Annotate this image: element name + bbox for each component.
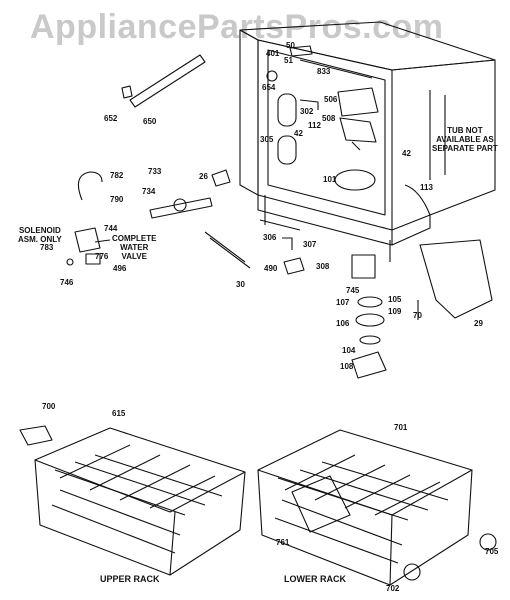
part-508: 508 [322,114,336,123]
part-42-upper: 42 [294,129,303,138]
part-705: 705 [485,547,499,556]
part-615: 615 [112,409,126,418]
part-506: 506 [324,95,338,104]
part-109: 109 [388,307,402,316]
dispenser-parts [266,45,379,165]
part-105: 105 [388,295,402,304]
part-490: 490 [264,264,278,273]
part-700: 700 [42,402,56,411]
upper-rack-caption: UPPER RACK [100,574,160,584]
part-50: 50 [286,41,295,50]
door-gasket [121,54,206,108]
part-308: 308 [316,262,330,271]
part-744: 744 [104,224,118,233]
water-valve-parts [66,171,111,266]
part-761: 761 [276,538,290,547]
tub-note-line-1: TUB NOT [447,126,483,135]
lower-rack-caption: LOWER RACK [284,574,346,584]
part-733: 733 [148,167,162,176]
part-42-right: 42 [402,149,411,158]
part-51: 51 [284,56,293,65]
part-652: 652 [104,114,118,123]
part-746: 746 [60,278,74,287]
valve-note-line-1: COMPLETE [112,234,157,243]
part-30: 30 [236,280,245,289]
part-29: 29 [474,319,483,328]
part-654: 654 [262,83,276,92]
part-101: 101 [323,175,337,184]
part-307: 307 [303,240,317,249]
solenoid-note-line-1: SOLENOID [18,226,61,235]
tub-assembly [239,21,496,262]
part-734: 734 [142,187,156,196]
part-701: 701 [394,423,408,432]
part-306: 306 [263,233,277,242]
part-702: 702 [386,584,400,593]
part-104: 104 [342,346,356,355]
part-108: 108 [340,362,354,371]
watermark: AppliancePartsPros.com [30,8,444,46]
part-783: 783 [40,243,54,252]
valve-note: COMPLETE WATER VALVE [112,234,156,262]
part-401: 401 [266,49,280,58]
part-496: 496 [113,264,127,273]
part-26: 26 [199,172,208,181]
part-305: 305 [260,135,274,144]
tub-note: TUB NOT AVAILABLE AS SEPARATE PART [432,126,498,154]
solenoid-note: SOLENOID ASM. ONLY [18,226,62,244]
tub-note-line-3: SEPARATE PART [432,144,498,154]
part-745: 745 [346,286,360,295]
heater-bracket [149,169,251,269]
part-112: 112 [308,121,321,130]
valve-note-line-3: VALVE [121,252,147,262]
drain-components [282,237,493,379]
part-302: 302 [300,107,314,116]
part-113: 113 [420,183,433,192]
part-70: 70 [413,311,422,320]
part-776: 776 [95,252,109,261]
upper-rack-drawing [19,425,246,576]
part-106: 106 [336,319,350,328]
solenoid-note-line-2: ASM. ONLY [18,235,62,245]
tub-note-line-2: AVAILABLE AS [436,135,494,145]
valve-note-line-2: WATER [120,243,149,253]
part-782: 782 [110,171,124,180]
part-650: 650 [143,117,157,126]
part-790: 790 [110,195,124,204]
lower-rack-drawing [257,429,497,586]
part-107: 107 [336,298,350,307]
part-833: 833 [317,67,331,76]
